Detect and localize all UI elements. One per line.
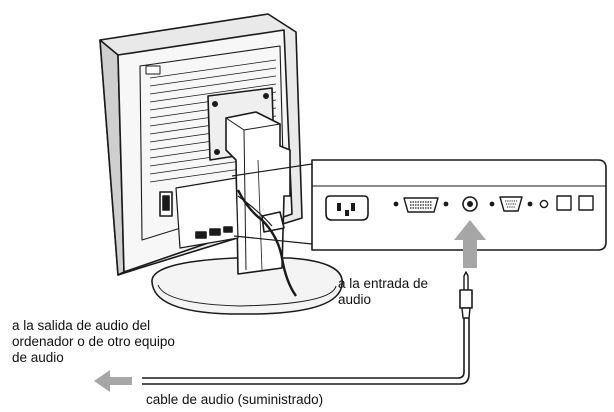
ac-inlet xyxy=(325,195,369,221)
connector-cover xyxy=(175,177,239,249)
usb-port-1 xyxy=(556,195,572,211)
control-port xyxy=(539,199,549,209)
insert-arrow xyxy=(454,220,486,268)
usb-port-2 xyxy=(578,195,594,211)
rear-badge xyxy=(145,65,161,75)
monitor-rear xyxy=(99,13,343,315)
dvi-port xyxy=(393,197,449,213)
connector-panel xyxy=(311,159,607,251)
audio-input-jack xyxy=(462,196,478,212)
label-cable: cable de audio (suministrado) xyxy=(146,392,324,407)
connector-panel-callout xyxy=(231,159,607,251)
label-audio-input: a la entrada de audio xyxy=(338,276,429,307)
audio-plug xyxy=(463,271,469,290)
label-audio-output: a la salida de audio del ordenador o de … xyxy=(12,318,175,365)
stand-base xyxy=(151,257,343,315)
vga-port xyxy=(489,196,533,212)
rear-cable xyxy=(236,189,297,297)
output-arrow xyxy=(94,370,132,392)
audio-cable xyxy=(142,271,473,385)
